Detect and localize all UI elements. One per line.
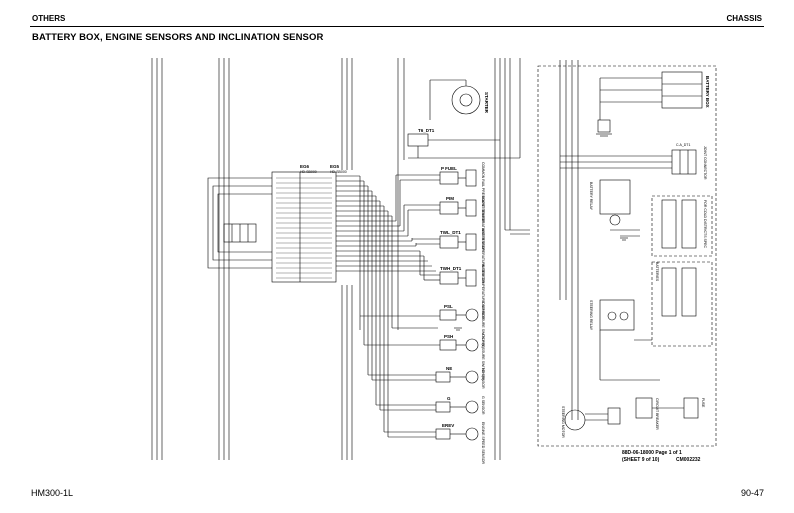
twl-desc: WATER TEMPERATURE SENSOR	[481, 228, 485, 284]
pim-label: PIM	[446, 196, 454, 201]
psl-label: PSL	[444, 304, 453, 309]
starter-label: STARTER	[484, 92, 489, 114]
joint-connector-label: JOINT CONNECTOR	[703, 146, 707, 180]
footer-model: HM300-1L	[31, 488, 74, 498]
sheet-number: (SHEET 9 of 10)	[622, 457, 660, 463]
c-a-dt1-label: C.A_DT1	[676, 143, 690, 147]
connector-eg6-sub: HD-SB000	[300, 170, 317, 174]
battery-box-label: BATTERY BOX	[705, 76, 710, 108]
psh-desc: OIL PRESSURE SWITCH (H)	[481, 334, 485, 380]
steering-relay-label: STEERING RELAY	[589, 300, 593, 331]
page-title: BATTERY BOX, ENGINE SENSORS AND INCLINAT…	[32, 32, 324, 43]
erev-desc: ENGINE SPEED SENSOR	[481, 422, 485, 464]
page-header: OTHERS CHASSIS	[30, 14, 764, 27]
g-label: G	[447, 396, 451, 401]
psl-desc: OIL PRESSURE SWITCH (L)	[481, 302, 485, 348]
steering-motor-label: STEERING MOTOR	[561, 406, 565, 438]
g-desc: G SENSOR	[481, 396, 485, 415]
twl-dt1-label: TWL_DT1	[440, 230, 461, 235]
p-fuel-label: P FUEL	[441, 166, 457, 171]
cold-spec-label: FOR COLD DISTRICTS SPEC	[703, 200, 707, 249]
sheet-reference: 88D-06-18000 Page 1 of 1	[622, 450, 682, 456]
connector-eg5-label: EG5	[330, 164, 340, 169]
circuit-breaker-label: CIRCUIT BREAKER	[655, 398, 659, 430]
p-fuel-desc: COMMON RAIL PRESSURE SENSOR	[481, 162, 485, 223]
sheet-code: CM002232	[676, 457, 701, 463]
connector-eg5-sub: HD-SB000	[330, 170, 347, 174]
t6-dt1-label: T6_DT1	[418, 128, 435, 133]
header-section-right: CHASSIS	[726, 14, 762, 23]
erev-label: EREV	[442, 423, 454, 428]
battery-relay-label: BATTERY RELAY	[589, 182, 593, 211]
connector-eg6-label: EG6	[300, 164, 310, 169]
pim-desc: BOOST TEMPERATURE SENSOR	[481, 196, 485, 252]
twh-desc: WATER TEMPERATURE SENSOR	[481, 264, 485, 320]
twh-dt1-label: TWH_DT1	[440, 266, 462, 271]
batteries-label: BATTERIES	[655, 262, 659, 282]
header-section-left: OTHERS	[32, 14, 66, 23]
psh-label: PSH	[444, 334, 453, 339]
fuse-label: FUSE	[701, 398, 705, 408]
ne-desc: NE SENSOR	[481, 368, 485, 389]
ne-label: NE	[446, 366, 452, 371]
footer-page-number: 90-47	[740, 488, 764, 498]
